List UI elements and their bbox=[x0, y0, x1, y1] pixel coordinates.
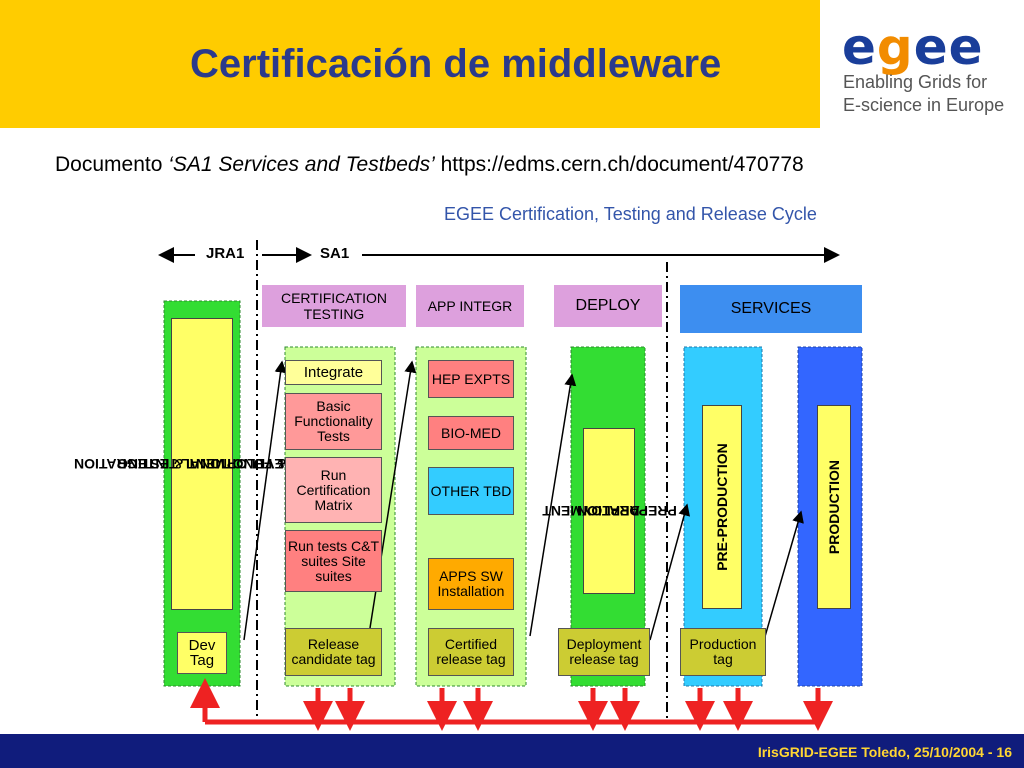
header-deploy: DEPLOY bbox=[554, 285, 662, 327]
app-apps-sw-installation: APPS SW Installation bbox=[428, 558, 514, 610]
egee-logo bbox=[820, 0, 1024, 128]
doc-title: ‘SA1 Services and Testbeds’ bbox=[168, 153, 435, 176]
document-reference: Documento ‘SA1 Services and Testbeds’ ht… bbox=[55, 153, 804, 177]
cert-run-tests-suites: Run tests C&T suites Site suites bbox=[285, 530, 382, 592]
diagram-title: EGEE Certification, Testing and Release … bbox=[444, 204, 817, 224]
flow-arrow-5 bbox=[763, 510, 804, 641]
doc-prefix: Documento bbox=[55, 153, 163, 176]
flow-arrow-1 bbox=[243, 360, 287, 641]
logo-tagline-1: Enabling Grids for bbox=[843, 72, 988, 92]
app-hep-expts: HEP EXPTS bbox=[428, 360, 514, 398]
logo-tagline-2: E-science in Europe bbox=[843, 95, 1005, 115]
logo-e: e bbox=[842, 18, 877, 76]
header-certification-testing: CERTIFICATION TESTING bbox=[262, 285, 406, 327]
egee-logo-wordmark: egee bbox=[842, 18, 984, 76]
cert-release-candidate-tag: Release candidate tag bbox=[285, 628, 382, 676]
logo-ee: ee bbox=[913, 18, 984, 76]
doc-url[interactable]: https://edms.cern.ch/document/470778 bbox=[440, 153, 804, 176]
deploy-deployment-release-tag: Deployment release tag bbox=[558, 628, 650, 676]
header-app-integr: APP INTEGR bbox=[416, 285, 524, 327]
preprod-production-tag: Production tag bbox=[680, 628, 766, 676]
app-bio-med: BIO-MED bbox=[428, 416, 514, 450]
header-band bbox=[0, 0, 820, 128]
cert-run-certification-matrix: Run Certification Matrix bbox=[285, 457, 382, 523]
logo-g: g bbox=[876, 18, 914, 76]
flow-arrow-4 bbox=[649, 503, 691, 641]
footer-band bbox=[0, 734, 1024, 768]
production-vertical-label: PRODUCTION bbox=[817, 405, 851, 609]
app-other-tbd: OTHER TBD bbox=[428, 467, 514, 515]
cert-basic-functionality-tests: Basic Functionality Tests bbox=[285, 393, 382, 450]
deploy-vertical-line2: PREPARATION bbox=[577, 503, 677, 519]
cert-integrate: Integrate bbox=[285, 360, 382, 385]
slide-title: Certificación de middleware bbox=[190, 42, 722, 86]
phase-label-jra1: JRA1 bbox=[206, 245, 245, 262]
footer-text: IrisGRID-EGEE Toledo, 25/10/2004 - 16 bbox=[757, 744, 1012, 760]
pre-production-vertical-label: PRE-PRODUCTION bbox=[702, 405, 742, 609]
phase-label-sa1: SA1 bbox=[320, 245, 350, 262]
app-certified-release-tag: Certified release tag bbox=[428, 628, 514, 676]
dev-tag: Dev Tag bbox=[177, 632, 227, 674]
header-services: SERVICES bbox=[680, 285, 862, 333]
flow-arrow-3 bbox=[529, 373, 577, 637]
